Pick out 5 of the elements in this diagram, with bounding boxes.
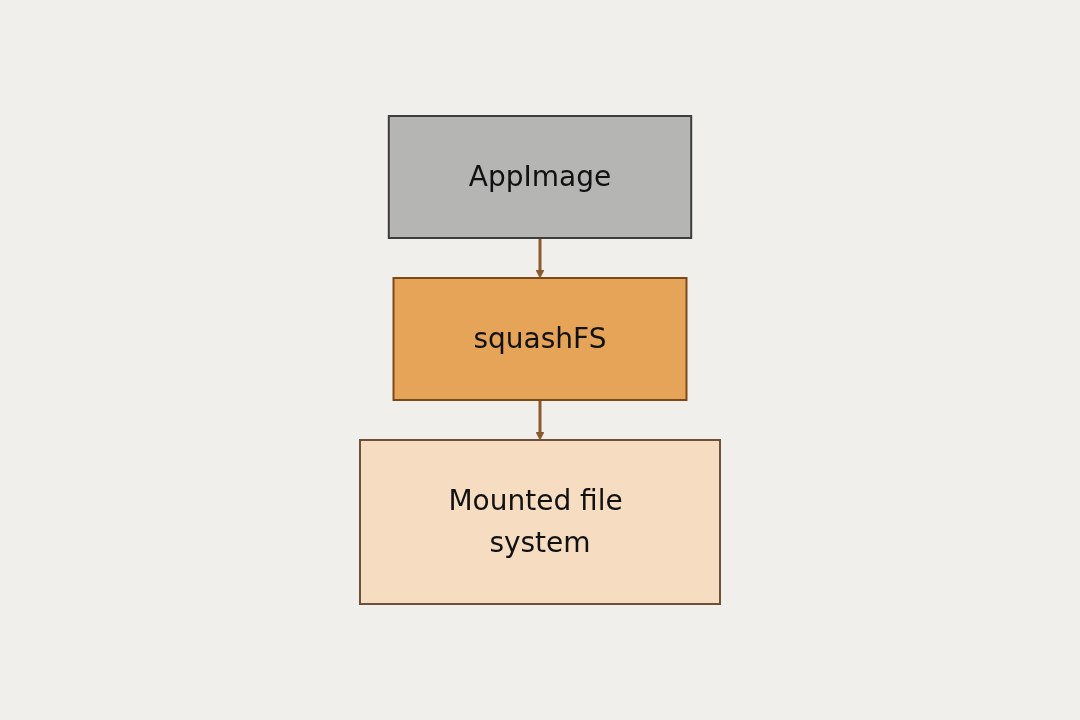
node-box: Mounted file system <box>359 439 721 605</box>
arrow <box>535 400 545 441</box>
node-box: AppImage <box>387 115 693 239</box>
node-box: squashFS <box>392 277 688 401</box>
arrow <box>535 238 545 279</box>
